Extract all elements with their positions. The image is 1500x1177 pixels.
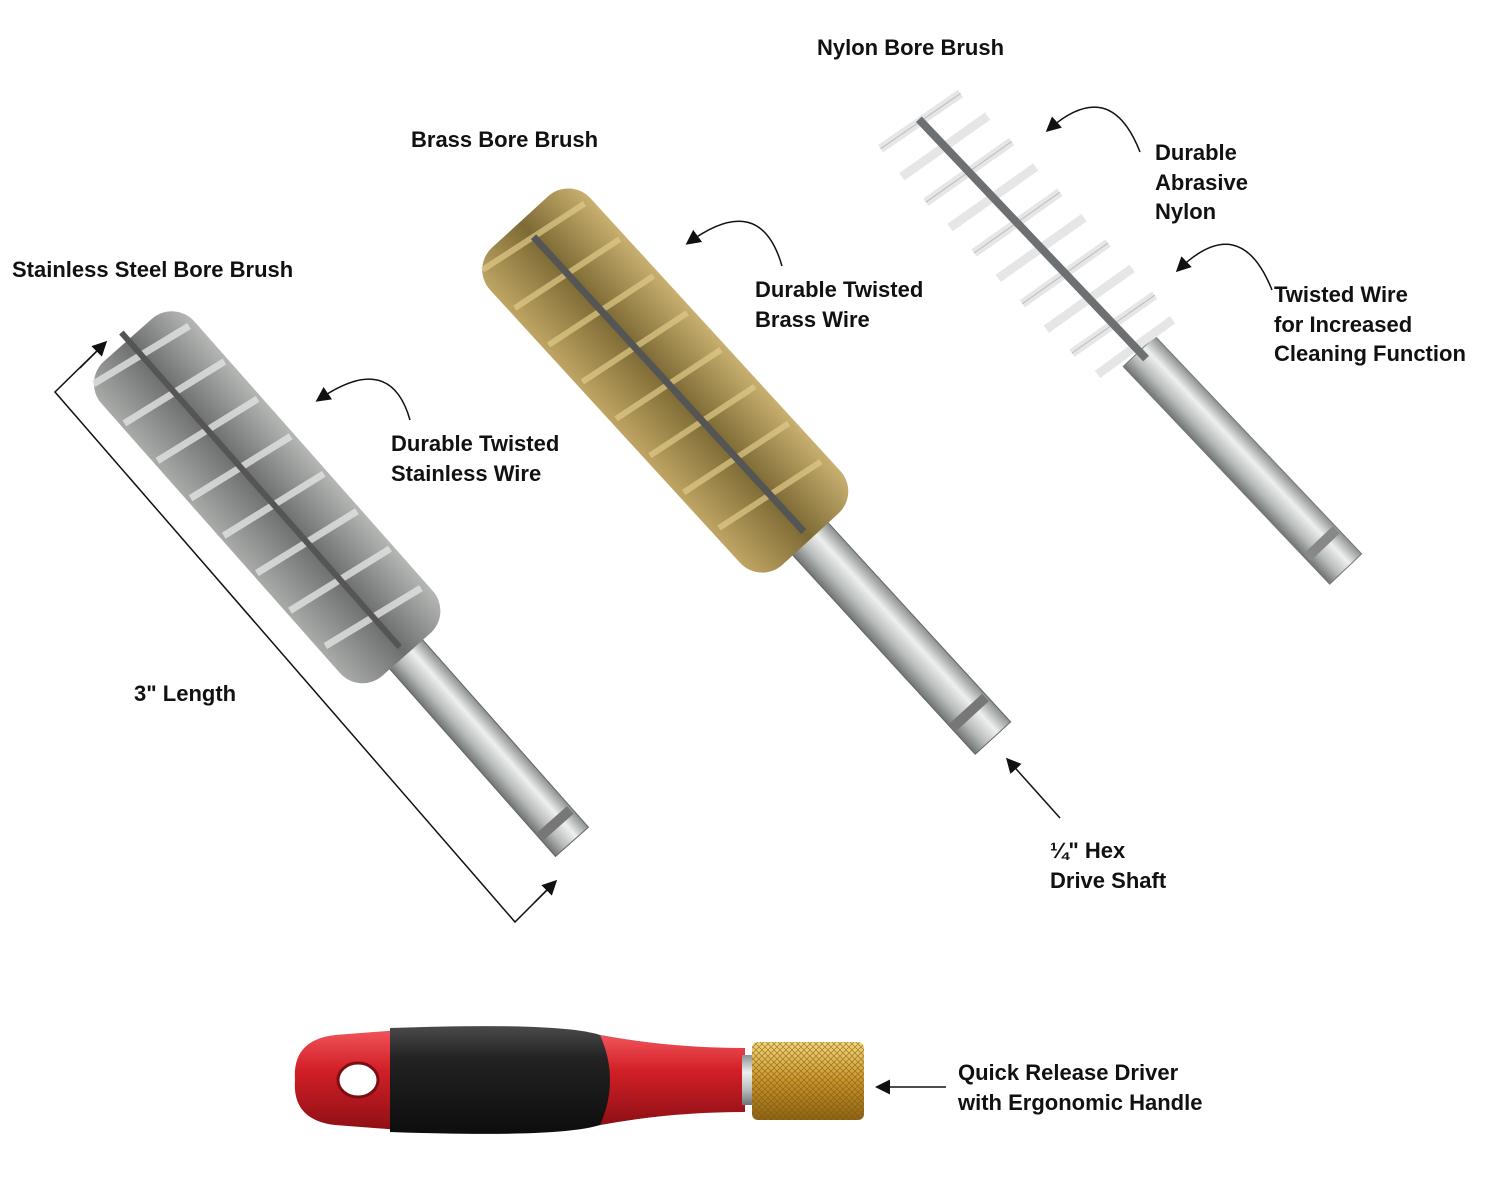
callout-line: Brass Wire — [755, 306, 870, 332]
callout-line: Durable Twisted — [755, 277, 924, 302]
callout-line: Stainless Wire — [391, 460, 542, 486]
callout-line: Quick Release Driver — [958, 1060, 1179, 1085]
length-dimension-line — [53, 340, 558, 924]
callout-line: Twisted Wire — [1274, 282, 1408, 307]
stainless-title: Stainless Steel Bore Brush — [12, 257, 294, 282]
callout-line: Drive Shaft — [1050, 867, 1167, 893]
twisted-wire-callout: Twisted Wire for Increased Cleaning Func… — [1274, 280, 1466, 369]
callout-line: Abrasive — [1155, 169, 1248, 195]
driver-callout: Quick Release Driver with Ergonomic Hand… — [958, 1058, 1202, 1117]
callout-line: for Increased — [1274, 311, 1413, 337]
callout-line: ¼" Hex — [1050, 838, 1126, 863]
hex-shaft-callout: ¼" Hex Drive Shaft — [1050, 836, 1166, 895]
callout-line: Durable — [1155, 140, 1237, 165]
callout-line: Durable Twisted — [391, 431, 560, 456]
length-label: 3" Length — [134, 681, 237, 706]
nylon-callout: Durable Abrasive Nylon — [1155, 138, 1248, 227]
brass-title: Brass Bore Brush — [411, 127, 599, 152]
callout-line: with Ergonomic Handle — [958, 1089, 1203, 1115]
nylon-brush — [878, 89, 1363, 585]
nylon-title: Nylon Bore Brush — [817, 35, 1005, 60]
callout-arrows — [315, 106, 1273, 1095]
quick-release-driver — [294, 1026, 864, 1134]
brass-wire-callout: Durable Twisted Brass Wire — [755, 275, 923, 334]
callout-line: Cleaning Function — [1274, 341, 1466, 366]
stainless-wire-callout: Durable Twisted Stainless Wire — [391, 429, 559, 488]
callout-line: Nylon — [1155, 199, 1217, 224]
stainless-steel-brush — [91, 311, 590, 858]
brass-brush — [480, 188, 1012, 756]
